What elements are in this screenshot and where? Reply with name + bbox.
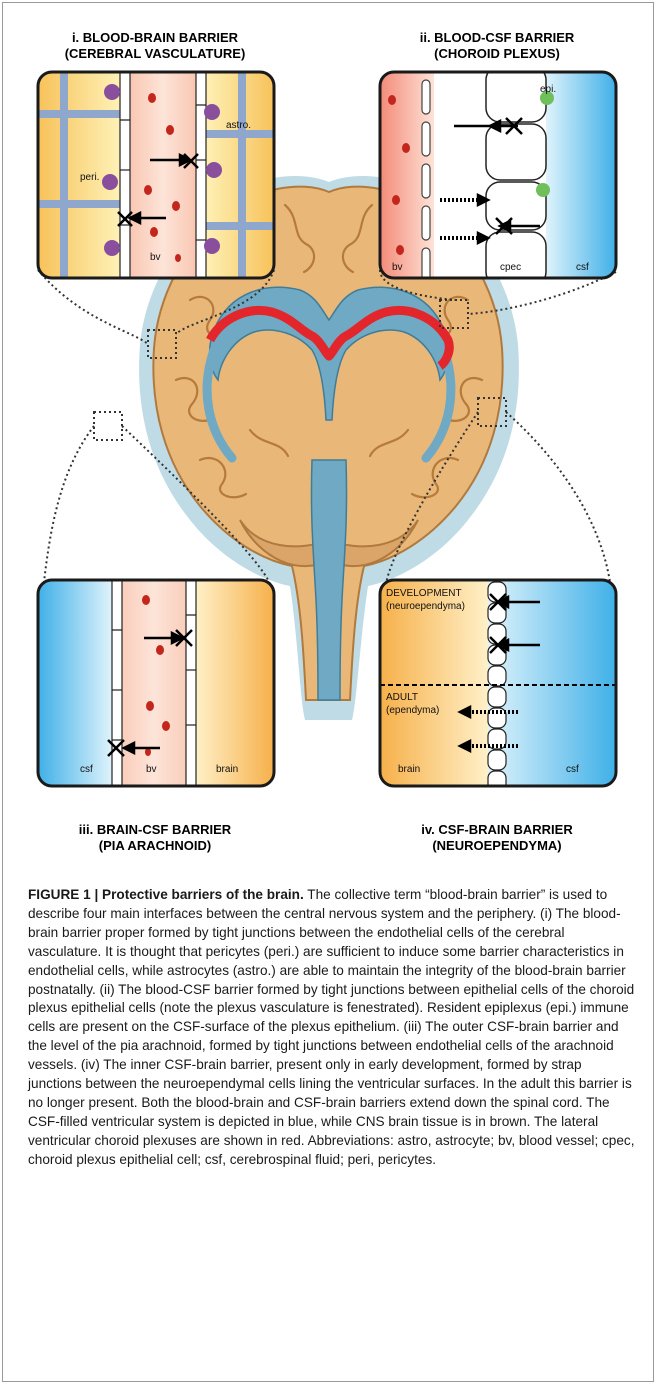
label-bv-i: bv [150,252,161,263]
figure-caption: FIGURE 1 | Protective barriers of the br… [28,886,636,1170]
panel-ii: epi. bv cpec csf [380,66,616,286]
caption-title: FIGURE 1 | Protective barriers of the br… [28,887,304,902]
label-development: DEVELOPMENT [386,588,462,599]
label-bv-iii: bv [146,764,157,775]
label-csf-iv: csf [566,764,579,775]
panel-i: astro. peri. bv [38,72,274,278]
label-bv-ii: bv [392,262,403,273]
label-epi: epi. [540,84,556,95]
figure-illustration: astro. peri. bv [0,0,658,880]
label-cpec: cpec [500,262,521,273]
label-adult-sub: (ependyma) [386,705,439,716]
label-astro: astro. [226,120,251,131]
label-brain-iv: brain [398,764,420,775]
label-development-sub: (neuroependyma) [386,601,465,612]
label-brain-iii: brain [216,764,238,775]
panel-iii: csf bv brain [38,580,274,786]
label-peri: peri. [80,172,99,183]
caption-body: The collective term “blood-brain barrier… [28,887,635,1167]
label-csf-ii: csf [576,262,589,273]
label-csf-iii: csf [80,764,93,775]
panel-iv: DEVELOPMENT (neuroependyma) ADULT (epend… [380,580,616,791]
label-adult: ADULT [386,692,418,703]
